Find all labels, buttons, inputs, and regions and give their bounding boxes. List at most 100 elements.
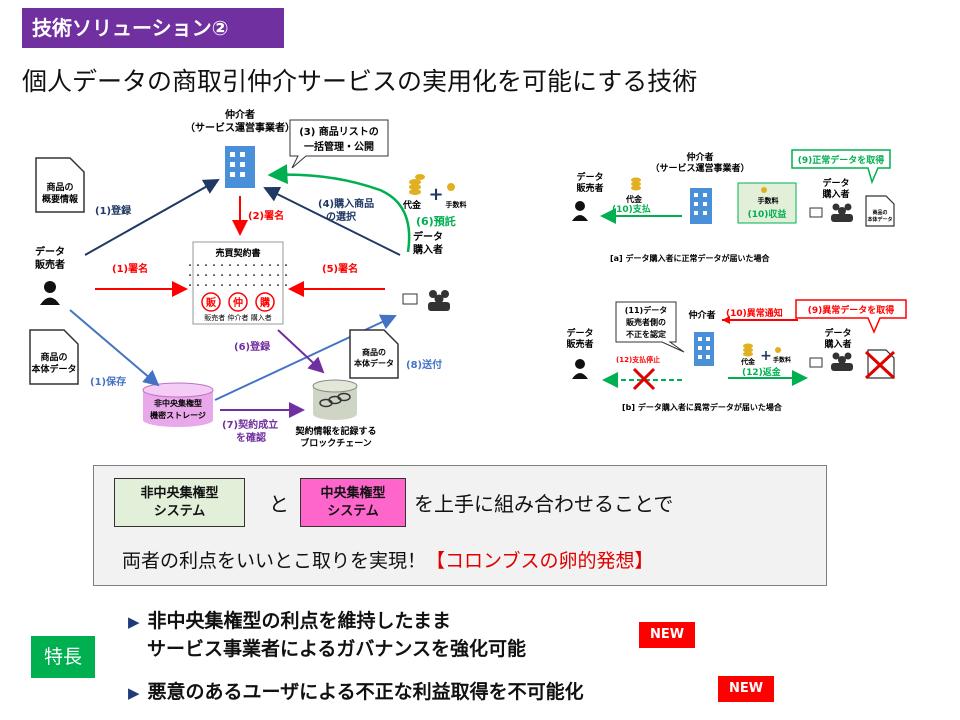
- buyer-body-doc-line2: 本体データ: [353, 358, 394, 368]
- and-text: と: [269, 492, 289, 516]
- a-pay-label: (10)支払: [612, 203, 651, 215]
- page-title: 個人データの商取引仲介サービスの実用化を可能にする技術: [22, 67, 698, 96]
- b-callout-line3: 不正を認定: [626, 329, 666, 339]
- seller-person-icon: [40, 281, 60, 305]
- buyer-label-line1: データ: [413, 230, 443, 243]
- centralized-line2: システム: [327, 504, 379, 519]
- b-broker-label: 仲介者: [688, 309, 715, 321]
- storage-line2: 機密ストレージ: [150, 410, 206, 420]
- b-seller-person-icon: [572, 359, 588, 379]
- feature-item-2: ▶悪意のあるユーザによる不正な利益取得を不可能化: [128, 679, 584, 706]
- b-arrow-notify-head: [722, 316, 730, 324]
- step-confirm-line1: (7)契約成立: [222, 418, 278, 431]
- features-badge: 特長: [31, 636, 95, 678]
- arrow-deposit: [267, 164, 411, 253]
- step-deposit-label: (6)預託: [416, 214, 456, 228]
- b-callout-line2: 販売者側の: [626, 317, 666, 327]
- a-caption: [a] データ購入者に正常データが届いた場合: [610, 253, 770, 263]
- a-seller-person-icon: [572, 201, 588, 221]
- a-buyer-line1: データ: [822, 177, 849, 189]
- seller-label-line2: 販売者: [35, 258, 65, 271]
- b-abnormal-callout: (9)異常データを取得: [795, 299, 907, 334]
- feature-item-1: ▶非中央集権型の利点を維持したまま: [128, 608, 451, 635]
- coin-stack-icon: [409, 174, 425, 195]
- benefit-text: 両者の利点をいいとこ取りを実現！: [122, 550, 427, 572]
- a-revenue-box: 手数料 (10)収益: [737, 182, 797, 224]
- payment-label: 代金: [402, 199, 422, 211]
- body-doc-line1: 商品の: [40, 351, 67, 363]
- a-seller-line2: 販売者: [576, 182, 603, 194]
- step-register6-label: (6)登録: [234, 340, 271, 353]
- step-sign-buyer-label: (5)署名: [322, 262, 358, 275]
- a-revenue-label: (10)収益: [748, 208, 787, 220]
- contract-title: 売買契約書: [215, 247, 260, 259]
- buyer-body-document-icon: [349, 329, 399, 379]
- seal-broker-text: 仲: [233, 296, 243, 309]
- centralized-system-box: 中央集権型 システム: [300, 478, 406, 527]
- decentralized-system-box: 非中央集権型 システム: [114, 478, 245, 527]
- b-seller-line2: 販売者: [566, 338, 593, 350]
- a-broker-sub-label: （サービス運営事業者）: [650, 162, 749, 174]
- a-payment-label: 代金: [625, 194, 643, 204]
- step-save-label: (1)保存: [90, 375, 126, 388]
- arrow-register: [84, 179, 220, 256]
- a-doc-line2: 本体データ: [866, 216, 892, 223]
- step-purchase-line1: (4)購入商品: [318, 197, 374, 210]
- diagram-area: 仲介者 （サービス運営事業者） (3) 商品リストの 一括管理・公開 商品の 概…: [29, 108, 907, 449]
- b-stop-label: (12)支払停止: [616, 355, 660, 364]
- a-buyer-laptop-icon: [809, 207, 823, 218]
- b-buyer-laptop-icon: [809, 357, 823, 368]
- b-buyer-line2: 購入者: [823, 338, 851, 350]
- centralized-line1: 中央集権型: [320, 486, 386, 501]
- step-register-label: (1)登録: [95, 204, 132, 217]
- feature-item-1-line2: サービス事業者によるガバナンスを強化可能: [147, 638, 527, 660]
- seal-seller-text: 販: [206, 296, 217, 309]
- b-stop-x-icon: [632, 367, 656, 391]
- contract-dots-1: ・・・・・・・・・・・・・: [186, 261, 290, 270]
- arrow-save: [69, 309, 160, 387]
- columbus-egg-text: 【コロンブスの卵的発想】: [426, 550, 654, 572]
- benefit-line: 両者の利点をいいとこ取りを実現！【コロンブスの卵的発想】: [122, 546, 653, 573]
- buyer-group-icon: [428, 290, 450, 311]
- buyer-laptop-icon: [402, 293, 418, 305]
- contract-dots-3: ・・・・・・・・・・・・・: [186, 281, 290, 290]
- a-normal-callout-text: (9)正常データを取得: [798, 154, 885, 166]
- broker-callout-line2: 一括管理・公開: [304, 140, 374, 153]
- a-building-icon: [690, 188, 712, 224]
- a-broker-label: 仲介者: [686, 151, 713, 163]
- b-coin-icon: [743, 343, 753, 357]
- triangle-bullet-icon: ▶: [128, 613, 140, 631]
- seal-seller-icon: [201, 292, 221, 312]
- blockchain-line1: 契約情報を記録する: [294, 425, 376, 437]
- b-rejected-document-icon: [864, 349, 896, 380]
- seller-label-line1: データ: [35, 245, 65, 258]
- plus-icon: +: [428, 184, 443, 205]
- step-confirm-line2: を確認: [236, 431, 266, 444]
- summary-doc-line2: 概要情報: [42, 193, 79, 205]
- summary-doc-line1: 商品の: [46, 181, 73, 193]
- section-tag: 技術ソリューション②: [22, 8, 284, 48]
- a-fee-label: 手数料: [758, 196, 779, 205]
- b-plus-icon: +: [760, 348, 772, 364]
- broker-callout: (3) 商品リストの 一括管理・公開: [289, 119, 389, 169]
- a-document-icon: 商品の 本体データ: [865, 195, 895, 227]
- new-badge-2: NEW: [718, 676, 774, 702]
- b-fraud-callout: (11)データ 販売者側の 不正を認定: [615, 301, 685, 353]
- broker-label: 仲介者: [225, 108, 255, 121]
- body-doc-line2: 本体データ: [31, 363, 76, 375]
- b-notify-label: (10)異常通知: [726, 307, 783, 319]
- buyer-body-doc-line1: 商品の: [362, 347, 386, 357]
- seal-buyer-icon: [255, 292, 275, 312]
- b-buyer-group-icon: [831, 352, 853, 371]
- seal-caption: 販売者 仲介者 購入者: [204, 313, 271, 322]
- new-badge-1: NEW: [639, 622, 695, 648]
- step-sign-broker-label: (2)署名: [248, 209, 284, 222]
- b-building-icon: [694, 332, 714, 366]
- arrow-register6: [277, 329, 325, 374]
- b-callout-line1: (11)データ: [625, 305, 667, 315]
- b-fee-label: 手数料: [773, 356, 791, 364]
- b-payment-label: 代金: [740, 357, 756, 366]
- a-normal-callout: (9)正常データを取得: [791, 149, 891, 185]
- building-icon: [225, 146, 255, 188]
- blockchain-line2: ブロックチェーン: [300, 437, 372, 449]
